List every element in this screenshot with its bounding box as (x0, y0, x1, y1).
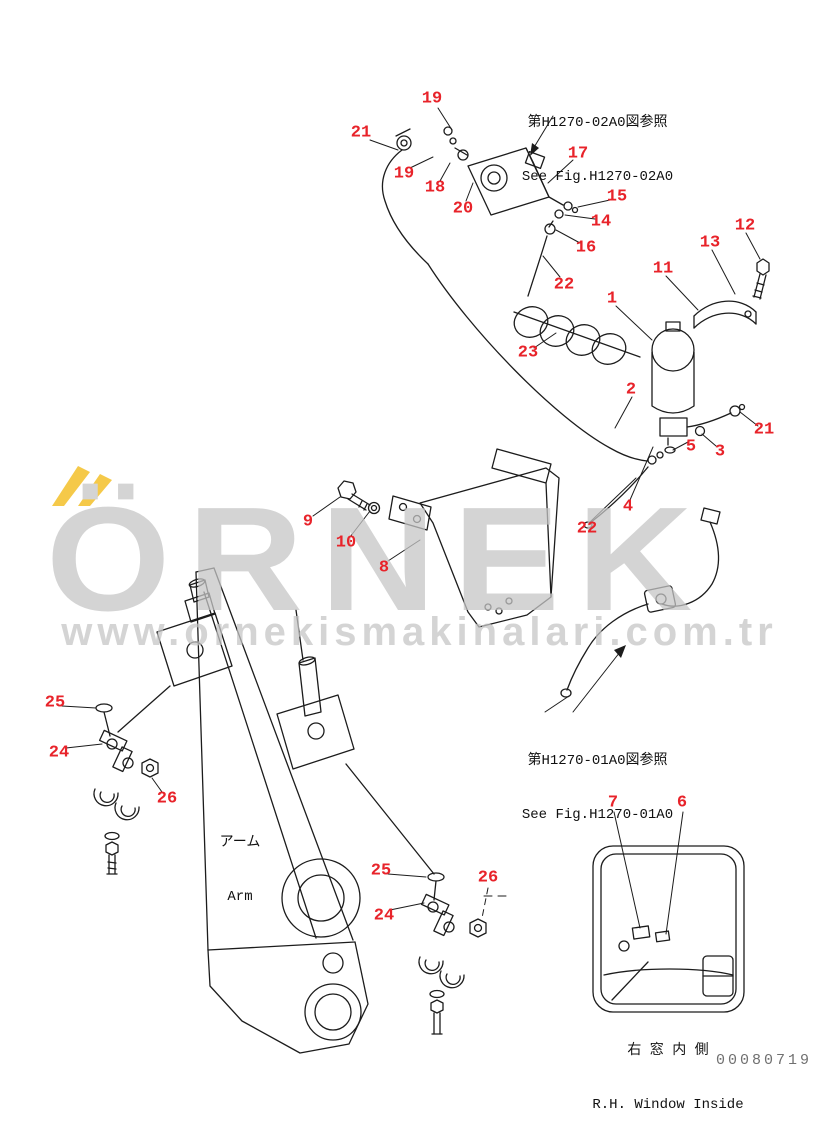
spring-coils (510, 302, 640, 369)
arm-label: アーム Arm (204, 798, 276, 942)
reference-arrows (530, 116, 626, 712)
lower-right-hose (561, 508, 720, 697)
leader-lines (62, 108, 760, 934)
valve-fittings (528, 197, 578, 296)
strap-and-bolt (694, 259, 769, 328)
figure-ref-top-en: See Fig.H1270-02A0 (521, 169, 674, 185)
figure-ref-middle: 第H1270-01A0図参照 See Fig.H1270-01A0 (505, 716, 690, 860)
figure-ref-top-jp: 第H1270-02A0図参照 (527, 115, 668, 131)
arm-structure (196, 568, 368, 1053)
accumulator (652, 322, 745, 453)
top-hose-assembly (382, 127, 468, 264)
arm-label-en: Arm (227, 889, 253, 905)
figure-ref-middle-jp: 第H1270-01A0図参照 (527, 753, 668, 769)
cab-window (593, 846, 744, 1012)
doc-number: 00080719 (716, 1052, 813, 1069)
window-label: 右 窓 内 側 R.H. Window Inside (584, 1006, 752, 1143)
long-hose (428, 264, 663, 528)
arm-label-jp: アーム (219, 835, 261, 851)
left-clamp-set (94, 704, 158, 874)
figure-ref-top: 第H1270-02A0図参照 See Fig.H1270-02A0 (505, 78, 690, 222)
figure-ref-middle-en: See Fig.H1270-01A0 (521, 807, 674, 823)
window-label-en: R.H. Window Inside (592, 1097, 744, 1113)
mounting-bracket (338, 449, 559, 627)
window-label-jp: 右 窓 内 側 (627, 1043, 709, 1059)
arm-valve-blocks (118, 577, 434, 874)
middle-clamp-set (419, 873, 506, 1034)
